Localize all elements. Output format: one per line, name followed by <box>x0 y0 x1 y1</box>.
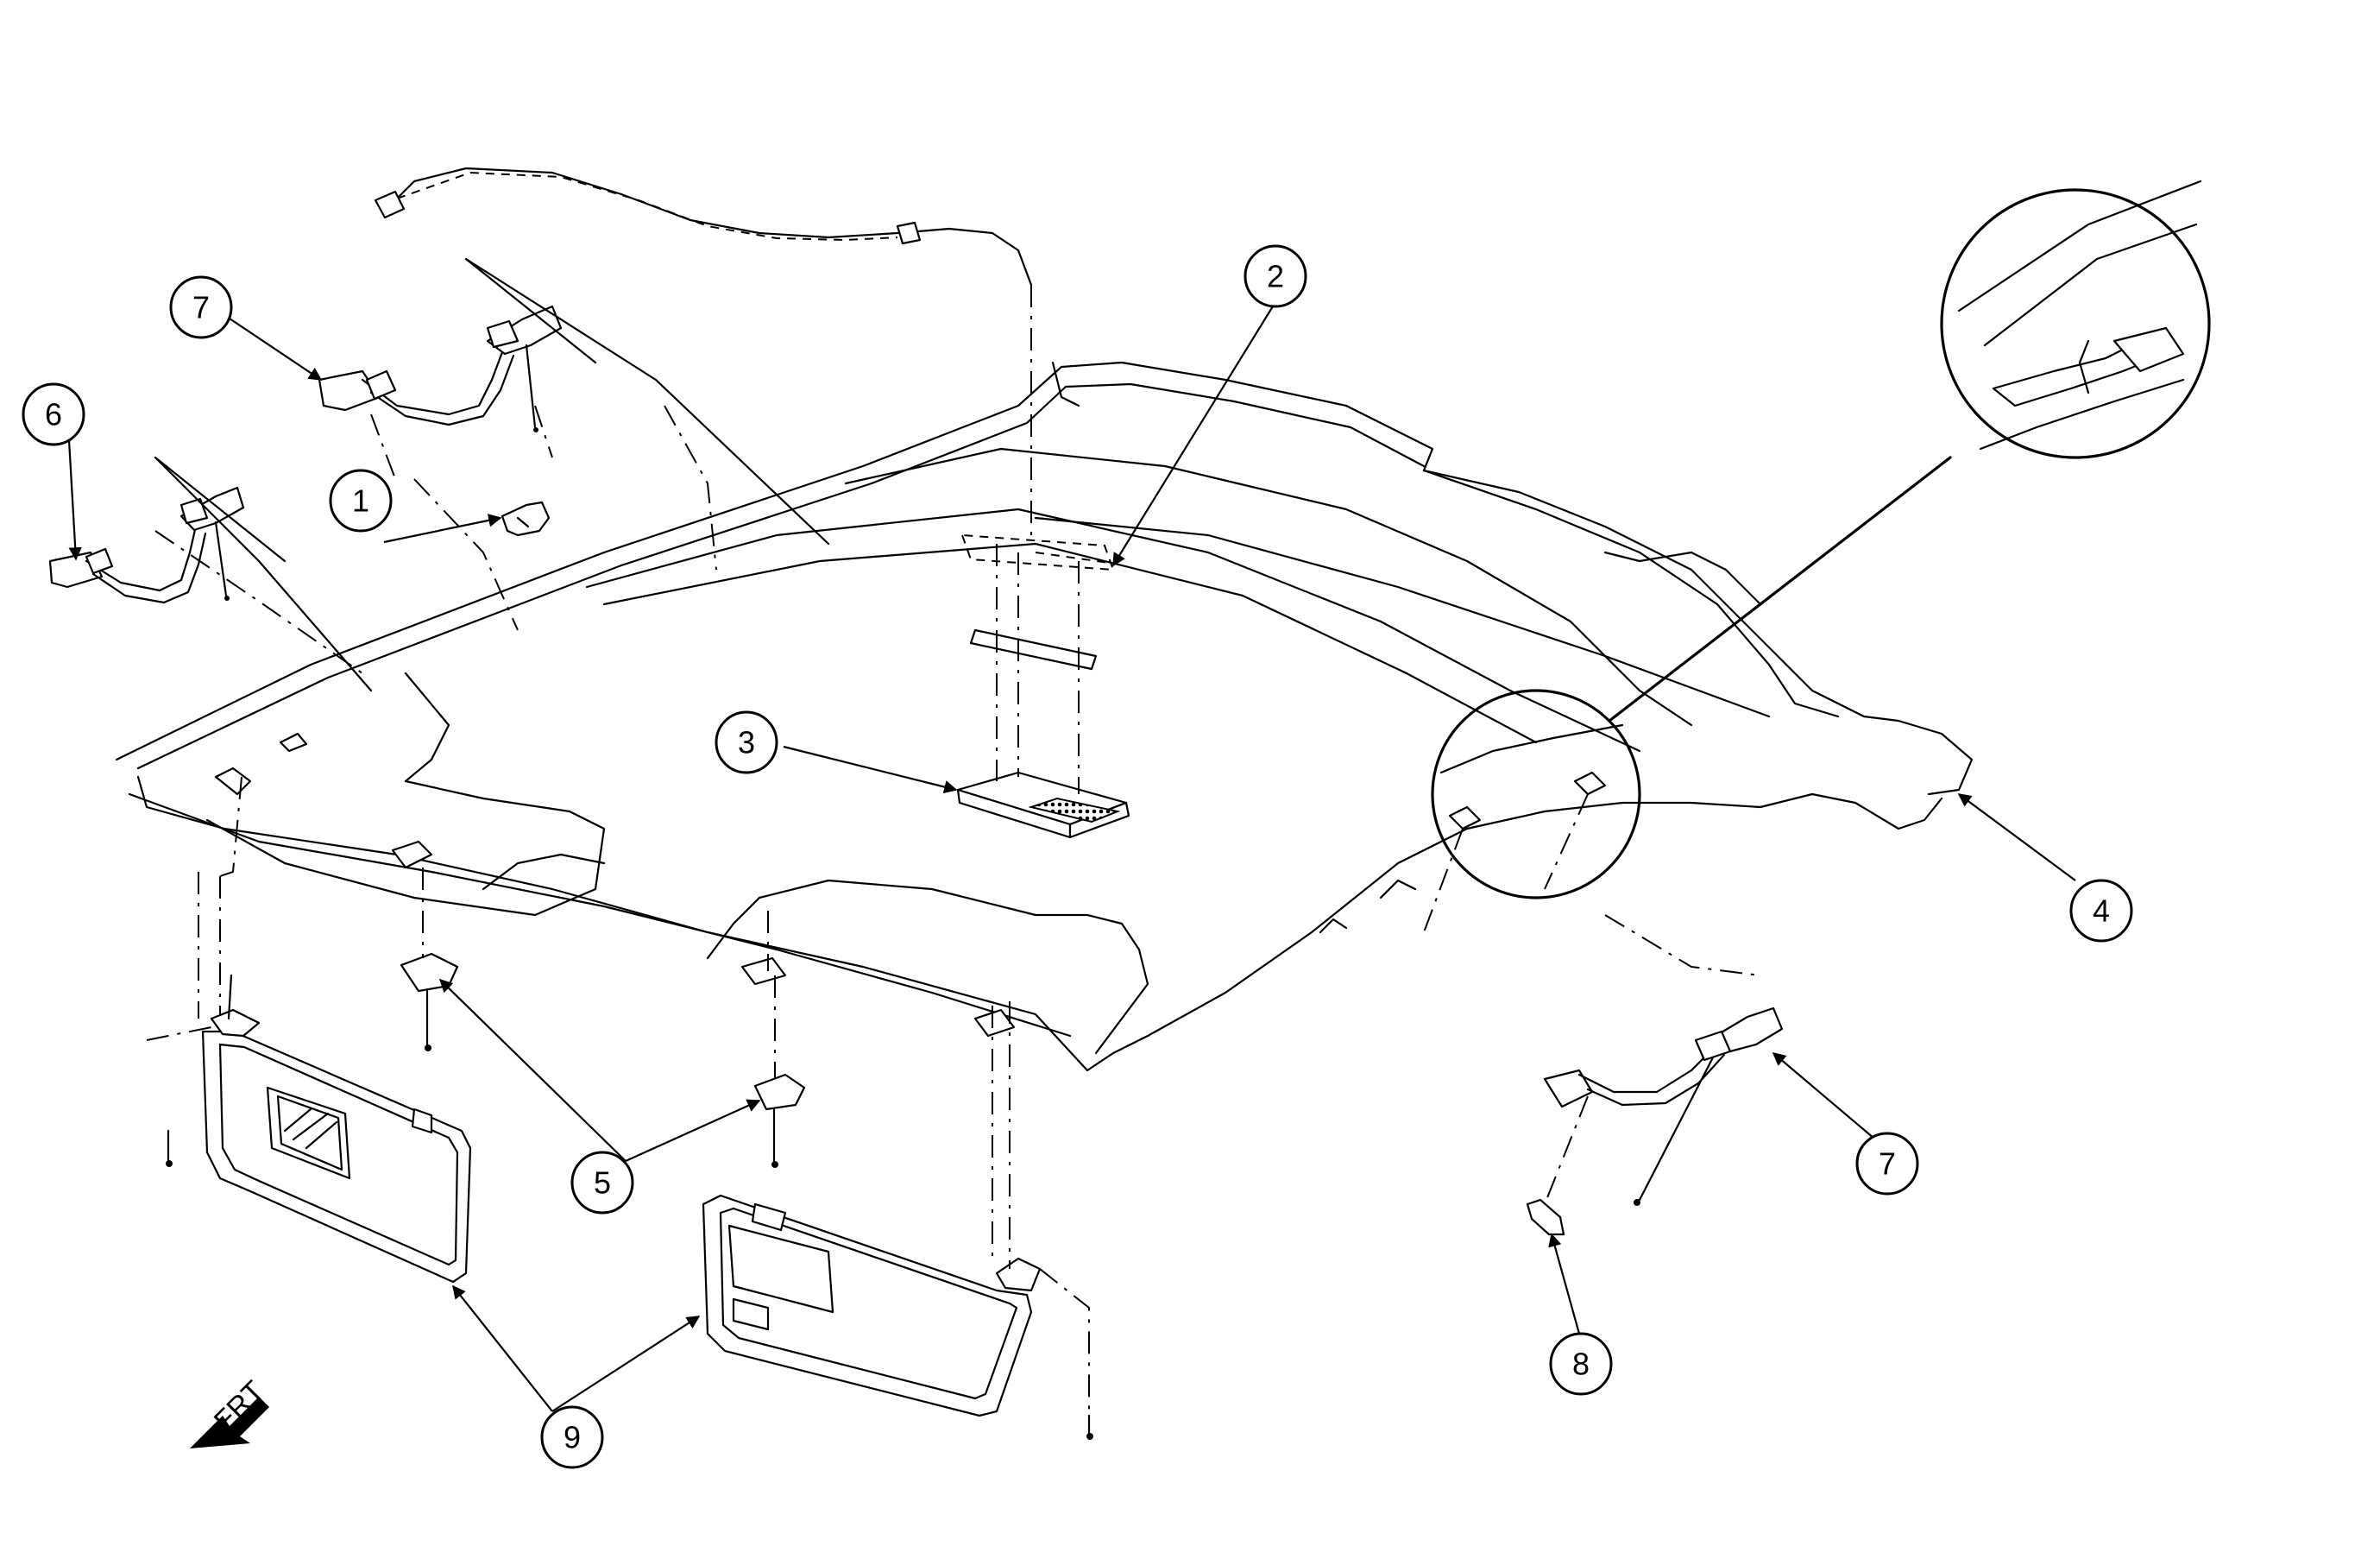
callout-5: 5 <box>570 1151 634 1215</box>
leader-lines <box>67 301 2076 1412</box>
callout-4-label: 4 <box>2093 893 2110 929</box>
callout-1: 1 <box>329 469 393 533</box>
callout-9: 9 <box>540 1405 604 1469</box>
callout-8-label: 8 <box>1572 1347 1590 1382</box>
callout-1-label: 1 <box>352 483 369 519</box>
callout-8: 8 <box>1549 1332 1613 1396</box>
callout-7-lower-label: 7 <box>1879 1146 1896 1182</box>
front-arrow-icon <box>190 1397 269 1448</box>
detail-callout <box>1423 180 2211 933</box>
grab-handle-upper <box>318 305 563 432</box>
callout-6-label: 6 <box>45 397 62 432</box>
callout-2-label: 2 <box>1267 259 1284 294</box>
visor-clip-right <box>753 911 806 1168</box>
visor-clip-left <box>400 868 459 1051</box>
sun-visor-left <box>146 776 472 1284</box>
coat-hook <box>501 501 551 537</box>
assembly-dash-lines <box>154 257 830 692</box>
coat-hook-right <box>1526 1095 1589 1236</box>
callout-5-label: 5 <box>594 1165 611 1201</box>
callout-7-lower: 7 <box>1855 1132 1919 1196</box>
callout-3-label: 3 <box>738 725 755 760</box>
headliner-panel <box>115 361 1974 1072</box>
callout-3: 3 <box>715 710 778 774</box>
headliner-clip-slots <box>214 732 1016 1038</box>
callout-9-label: 9 <box>564 1420 581 1455</box>
callout-2: 2 <box>1244 244 1307 308</box>
dome-lamp <box>956 544 1130 839</box>
callout-4: 4 <box>2069 879 2133 943</box>
sun-visor-right <box>702 1001 1093 1440</box>
grab-handle-left <box>48 486 245 604</box>
callout-7-upper-label: 7 <box>192 290 210 325</box>
front-direction-indicator: FRT <box>190 1374 271 1448</box>
wiring-harness <box>374 167 1033 535</box>
grab-handle-right <box>1543 914 1784 1206</box>
callout-6: 6 <box>22 382 85 446</box>
callout-7-upper: 7 <box>169 275 233 339</box>
